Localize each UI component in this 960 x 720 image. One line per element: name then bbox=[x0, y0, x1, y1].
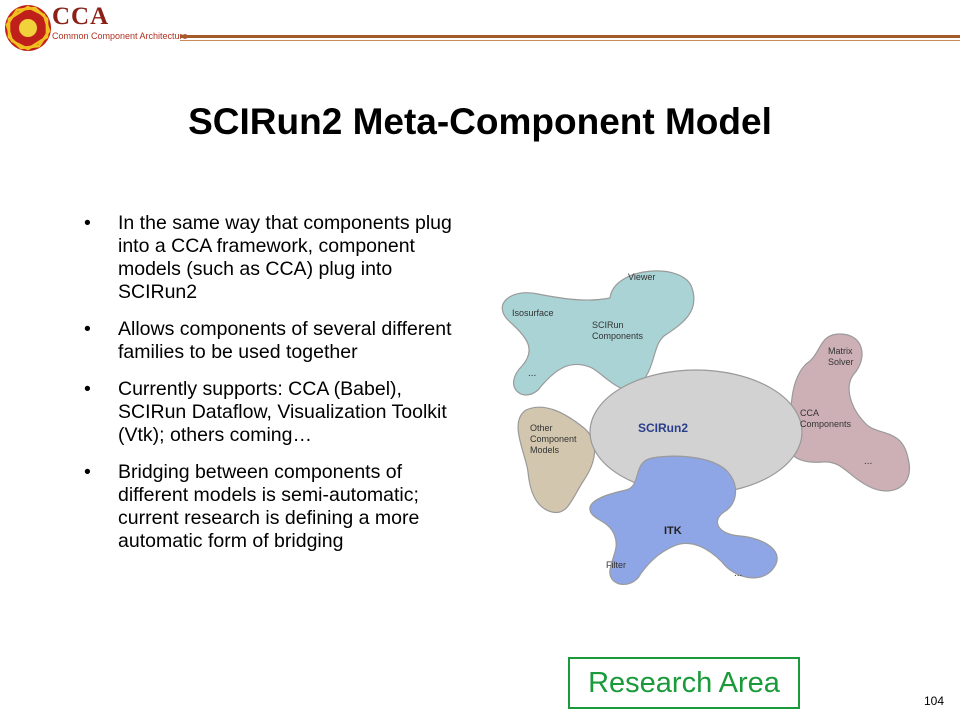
scirun2-label: SCIRun2 bbox=[638, 421, 688, 435]
itk-blob bbox=[589, 455, 778, 586]
other-models-label-2: Component bbox=[530, 434, 577, 444]
itk-more-label: ... bbox=[734, 568, 742, 579]
bullet-item: • Allows components of several different … bbox=[84, 318, 456, 364]
bullet-text: Currently supports: CCA (Babel), SCIRun … bbox=[118, 378, 447, 446]
bullet-item: • In the same way that components plug in… bbox=[84, 212, 456, 304]
cca-components-label-2: Components bbox=[800, 419, 852, 429]
bullet-list: • In the same way that components plug in… bbox=[84, 212, 456, 567]
slide-title: SCIRun2 Meta-Component Model bbox=[188, 101, 772, 142]
itk-label: ITK bbox=[664, 525, 682, 537]
isosurface-label: Isosurface bbox=[512, 308, 554, 318]
logo-subtitle: Common Component Architecture bbox=[52, 31, 188, 41]
other-models-label-3: Models bbox=[530, 445, 560, 455]
bullet-icon: • bbox=[84, 378, 91, 400]
bullet-icon: • bbox=[84, 318, 91, 340]
bullet-icon: • bbox=[84, 461, 91, 483]
matrix-solver-label-1: Matrix bbox=[828, 346, 853, 356]
filter-label: Filter bbox=[606, 560, 626, 570]
scirun-components-label-1: SCIRun bbox=[592, 320, 624, 330]
bullet-item: • Bridging between components of differen… bbox=[84, 461, 456, 553]
scirun-more-label: ... bbox=[528, 368, 536, 379]
scirun-components-label-2: Components bbox=[592, 331, 644, 341]
page-number: 104 bbox=[924, 694, 945, 708]
meta-component-diagram: Viewer Isosurface SCIRun Components ... … bbox=[501, 270, 911, 586]
bullet-text: Allows components of several different f… bbox=[118, 318, 452, 363]
bullet-icon: • bbox=[84, 212, 91, 234]
header-rule-thin bbox=[180, 40, 960, 41]
header-rule bbox=[180, 35, 960, 38]
matrix-solver-label-2: Solver bbox=[828, 357, 854, 367]
viewer-label: Viewer bbox=[628, 272, 655, 282]
scirun-components-blob bbox=[501, 270, 695, 396]
research-area-callout: Research Area bbox=[568, 657, 800, 709]
cca-more-label: ... bbox=[864, 456, 872, 467]
cca-components-label-1: CCA bbox=[800, 408, 819, 418]
bullet-item: • Currently supports: CCA (Babel), SCIRun… bbox=[84, 378, 456, 447]
bullet-text: In the same way that components plug int… bbox=[118, 212, 452, 303]
cca-logo-icon bbox=[5, 5, 51, 51]
other-models-label-1: Other bbox=[530, 423, 553, 433]
other-component-models-blob bbox=[517, 406, 596, 514]
bullet-text: Bridging between components of different… bbox=[118, 461, 420, 552]
logo-title: CCA bbox=[52, 3, 110, 30]
